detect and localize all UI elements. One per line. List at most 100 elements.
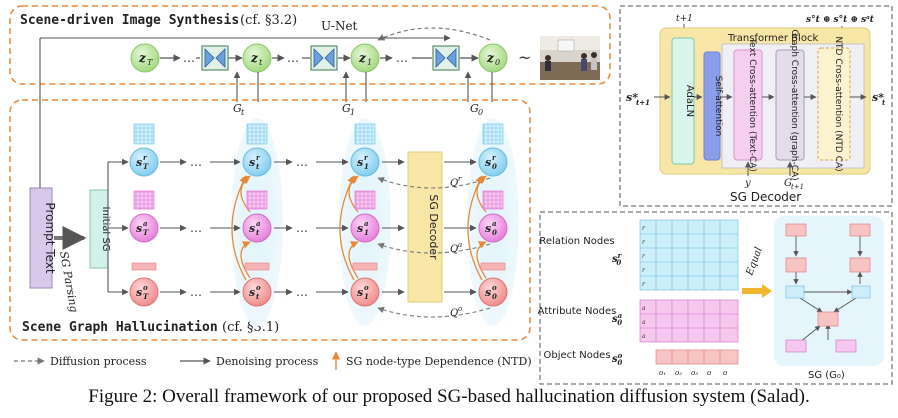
object-columns: o₁ o₂ o₃ o o <box>659 369 727 377</box>
attribute-matrix-rows: a a a <box>642 305 646 340</box>
unet-label: U-Net <box>321 19 358 33</box>
svg-text:a: a <box>364 219 369 228</box>
dots: … <box>296 285 308 299</box>
svg-text:G: G <box>470 102 479 115</box>
svg-text:T: T <box>143 292 149 301</box>
svg-text:0: 0 <box>495 58 500 67</box>
object-matrix <box>655 349 739 365</box>
dots: … <box>190 155 202 169</box>
relation-matrix <box>639 219 739 291</box>
ntd-ca-label: NTD Cross-attention (NTD CA) <box>833 36 843 171</box>
dots: … <box>296 155 308 169</box>
svg-text:0: 0 <box>492 162 497 171</box>
framework-diagram: Scene-driven Image Synthesis (cf. §3.2) … <box>9 5 893 385</box>
svg-text:Q: Q <box>450 178 458 189</box>
svg-text:s: s <box>136 286 142 299</box>
decoder-input-label: s* t+1 <box>626 91 650 107</box>
svg-text:r: r <box>364 153 369 162</box>
svg-text:s: s <box>136 222 142 235</box>
svg-text:1: 1 <box>350 108 355 117</box>
decoder-y-label: y <box>744 178 751 189</box>
synthesis-title: Scene-driven Image Synthesis <box>20 13 239 28</box>
graph-ca-block: Graph Cross-attention (graph-CA) <box>775 29 805 181</box>
svg-text:o: o <box>364 283 369 292</box>
relation-matrix-rows: r r r r r <box>642 225 646 288</box>
svg-text:t+1: t+1 <box>636 98 650 107</box>
svg-text:0: 0 <box>478 108 483 117</box>
unet-icon <box>432 45 460 71</box>
dots: … <box>287 51 299 65</box>
g-label-0: G 0 <box>470 102 483 117</box>
svg-text:r: r <box>256 153 261 162</box>
svg-text:a: a <box>256 219 261 228</box>
svg-text:t: t <box>256 162 260 171</box>
svg-text:a: a <box>458 241 462 249</box>
hallucination-ref: (cf. §3.1) <box>222 320 279 335</box>
ntd-ca-block: NTD Cross-attention (NTD CA) <box>817 36 851 172</box>
svg-text:a: a <box>642 319 646 326</box>
svg-text:Q: Q <box>450 244 458 255</box>
equal-arrow: Equal <box>742 246 772 298</box>
svg-text:s: s <box>485 156 491 169</box>
svg-text:G: G <box>342 102 351 115</box>
latent-node-z1: z 1 <box>350 43 380 73</box>
svg-text:r: r <box>458 175 462 183</box>
sg-decoder-label: SG Decoder <box>427 194 440 260</box>
dots: … <box>296 221 308 235</box>
svg-text:1: 1 <box>364 162 369 171</box>
legend-ntd: SG node-type Dependence (NTD) <box>346 355 532 368</box>
svg-text:s: s <box>249 286 255 299</box>
svg-text:s: s <box>249 156 255 169</box>
svg-text:r: r <box>642 281 646 288</box>
svg-text:z: z <box>250 51 259 65</box>
g-label-t: G t <box>233 102 245 117</box>
svg-text:0: 0 <box>492 228 497 237</box>
svg-text:t: t <box>259 58 263 67</box>
svg-text:o: o <box>492 283 497 292</box>
svg-text:r: r <box>492 153 497 162</box>
svg-text:T: T <box>143 162 149 171</box>
decoder-panel-title: SG Decoder <box>730 190 801 204</box>
self-attention-label: Self-attention <box>713 76 723 137</box>
latent-node-zt: z t <box>242 43 272 73</box>
svg-text:o: o <box>256 283 261 292</box>
svg-text:a: a <box>492 219 497 228</box>
svg-text:t: t <box>882 98 886 107</box>
svg-text:z: z <box>138 51 147 65</box>
svg-text:t+1: t+1 <box>791 183 804 191</box>
object-feature-icons <box>131 262 506 271</box>
svg-text:0: 0 <box>492 292 497 301</box>
dots: … <box>190 221 202 235</box>
decoder-panel-frame <box>619 5 893 207</box>
svg-text:a: a <box>642 305 646 312</box>
svg-text:o₁: o₁ <box>659 369 666 377</box>
adaln-label: AdaLN <box>684 85 695 117</box>
self-attention-block: Self-attention <box>703 51 723 161</box>
unet-icon <box>310 45 338 71</box>
sg-graph-label: SG (G₀) <box>808 370 845 381</box>
sg-decoder-box: SG Decoder <box>407 151 443 303</box>
figure-caption: Figure 2: Overall framework of our propo… <box>88 386 810 407</box>
object-nodes-label: Object Nodes <box>543 350 610 361</box>
svg-text:s: s <box>485 222 491 235</box>
svg-text:t: t <box>241 108 245 117</box>
tilde: ~ <box>518 48 531 67</box>
svg-text:z: z <box>358 51 367 65</box>
transformer-block-title: Transformer Block <box>727 33 818 44</box>
sg-graph-bg <box>774 216 884 366</box>
svg-text:t: t <box>256 228 260 237</box>
decoder-g-label: G t+1 <box>784 178 804 191</box>
svg-text:o: o <box>723 369 727 377</box>
